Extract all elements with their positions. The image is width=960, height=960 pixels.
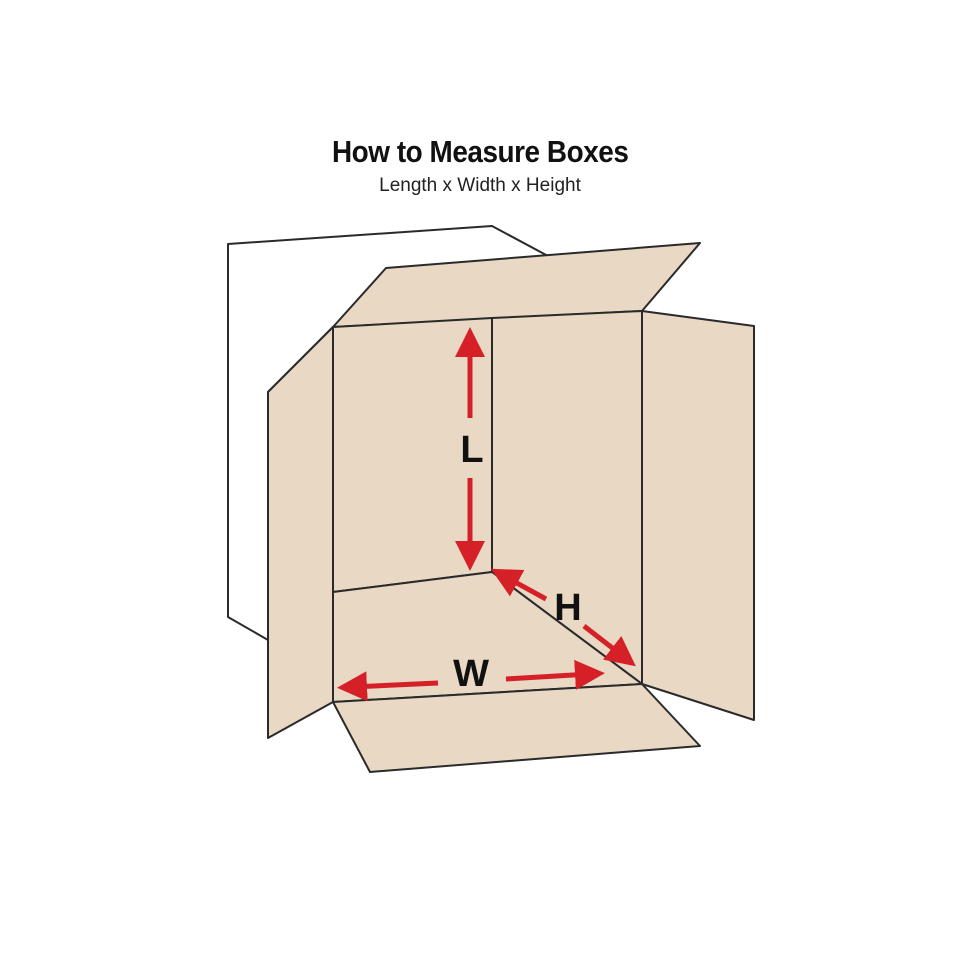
right-flap [641, 310, 755, 721]
width-arrow-left [337, 671, 439, 702]
height-label: H [554, 587, 581, 629]
left-flap [267, 326, 334, 739]
height-arrow-up [490, 568, 548, 602]
height-arrow-down [582, 624, 636, 667]
page-subtitle: Length x Width x Height [379, 175, 581, 196]
width-arrow-right [505, 659, 605, 690]
page-title: How to Measure Boxes [331, 134, 629, 169]
front-flap [332, 683, 701, 773]
width-label: W [453, 653, 489, 695]
length-label: L [460, 429, 483, 471]
